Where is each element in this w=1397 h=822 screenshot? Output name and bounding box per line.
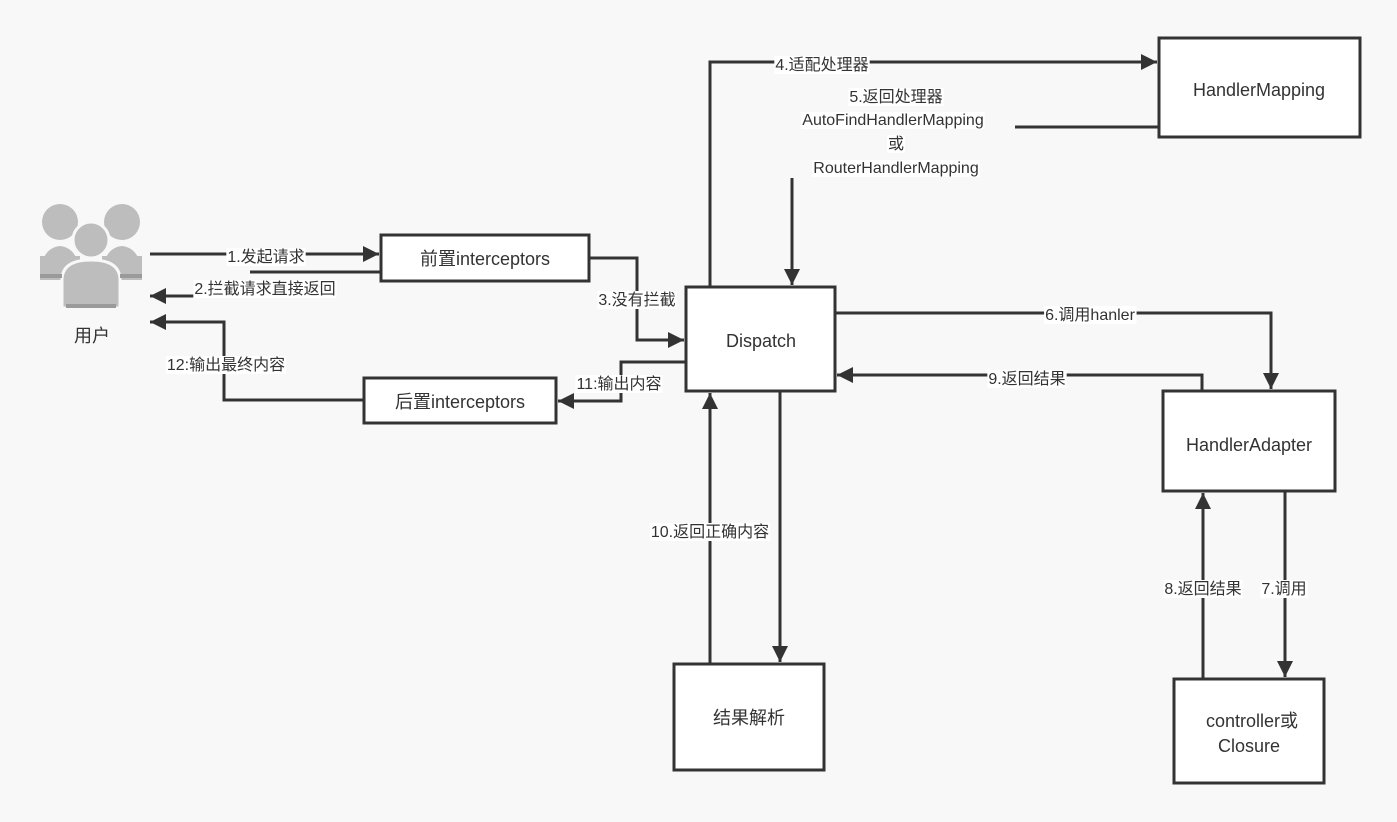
edge-label-background [597, 291, 677, 309]
handler-adapter-label: HandlerAdapter [1186, 435, 1312, 455]
handler-mapping-node[interactable]: HandlerMapping [1157, 36, 1362, 139]
edge-10-return-content-arrowhead-icon [702, 393, 718, 409]
dispatch-label: Dispatch [726, 331, 796, 351]
controller-label-line1: controller或 [1206, 711, 1298, 731]
edge-4-adapt-handler[interactable] [708, 60, 1157, 287]
pre-interceptors-label: 前置interceptors [420, 249, 550, 269]
edge-7-call-arrowhead-icon [1277, 661, 1293, 677]
edge-10-label: 10.返回正确内容 [651, 523, 769, 541]
edge-5-down-arrowhead-icon [784, 269, 800, 285]
edge-label-background [1044, 306, 1137, 324]
edge-label-background [649, 523, 771, 541]
controller-node[interactable]: controller或 Closure [1172, 677, 1326, 785]
edge-label-background [575, 375, 663, 393]
controller-label-line2: Closure [1218, 736, 1280, 756]
handler-mapping-label: HandlerMapping [1193, 80, 1325, 100]
edge-7-label: 7.调用 [1261, 580, 1306, 598]
edge-6-call-handler-arrowhead-icon [1263, 373, 1279, 389]
edge-label-background [1260, 580, 1308, 598]
edge-11-output-arrowhead-icon [558, 393, 574, 409]
edge-4-adapt-handler-arrowhead-icon [1141, 54, 1157, 70]
dispatch-node[interactable]: Dispatch [684, 285, 837, 393]
handler-adapter-node[interactable]: HandlerAdapter [1161, 389, 1337, 493]
edge-label-background [165, 356, 287, 374]
edge-5-line2: AutoFindHandlerMapping [802, 112, 983, 129]
edge-12-label: 12:输出最终内容 [167, 356, 285, 374]
edge-3-label: 3.没有拦截 [598, 291, 675, 309]
pre-interceptors-node[interactable]: 前置interceptors [379, 233, 591, 283]
edge-1-label: 1.发起请求 [227, 248, 304, 266]
users-icon [40, 204, 142, 310]
edge-2-arrow-arrowhead-icon [150, 288, 166, 304]
edge-2-label: 2.拦截请求直接返回 [194, 280, 335, 298]
post-interceptors-node[interactable]: 后置interceptors [362, 376, 558, 425]
edge-8-return-result-arrowhead-icon [1195, 493, 1211, 509]
result-parser-node[interactable]: 结果解析 [672, 662, 826, 772]
edge-6-label: 6.调用hanler [1045, 306, 1135, 324]
edge-9-return-result-arrowhead-icon [837, 367, 853, 383]
edge-5-line3: 或 [888, 135, 904, 153]
edge-9-label: 9.返回结果 [988, 370, 1065, 388]
edge-label-background [848, 88, 944, 106]
edge-4-label: 4.适配处理器 [775, 56, 868, 74]
edge-to-result-parser-arrowhead-icon [772, 646, 788, 662]
edge-label-background [812, 160, 980, 177]
edge-label-background [193, 280, 337, 298]
edge-5-line4: RouterHandlerMapping [813, 160, 978, 177]
edge-label-background [226, 248, 306, 266]
edge-12-final-output-arrowhead-icon [150, 314, 166, 330]
user-label: 用户 [74, 326, 110, 346]
edge-label-background [774, 56, 870, 74]
edge-3-no-intercept-arrowhead-icon [668, 332, 684, 348]
edge-1-request-arrowhead-icon [363, 246, 379, 262]
edge-label-background [886, 135, 906, 153]
edge-9-return-result[interactable] [837, 373, 1204, 391]
edge-5-line1: 5.返回处理器 [849, 88, 942, 106]
edge-6-call-handler[interactable] [835, 311, 1273, 389]
edge-label-background [801, 112, 985, 129]
edge-11-label: 11:输出内容 [576, 375, 661, 393]
edge-label-background [1163, 580, 1243, 598]
edge-8-label: 8.返回结果 [1164, 580, 1241, 598]
edge-label-background [987, 370, 1067, 388]
result-parser-label: 结果解析 [713, 708, 785, 728]
post-interceptors-label: 后置interceptors [395, 392, 525, 412]
